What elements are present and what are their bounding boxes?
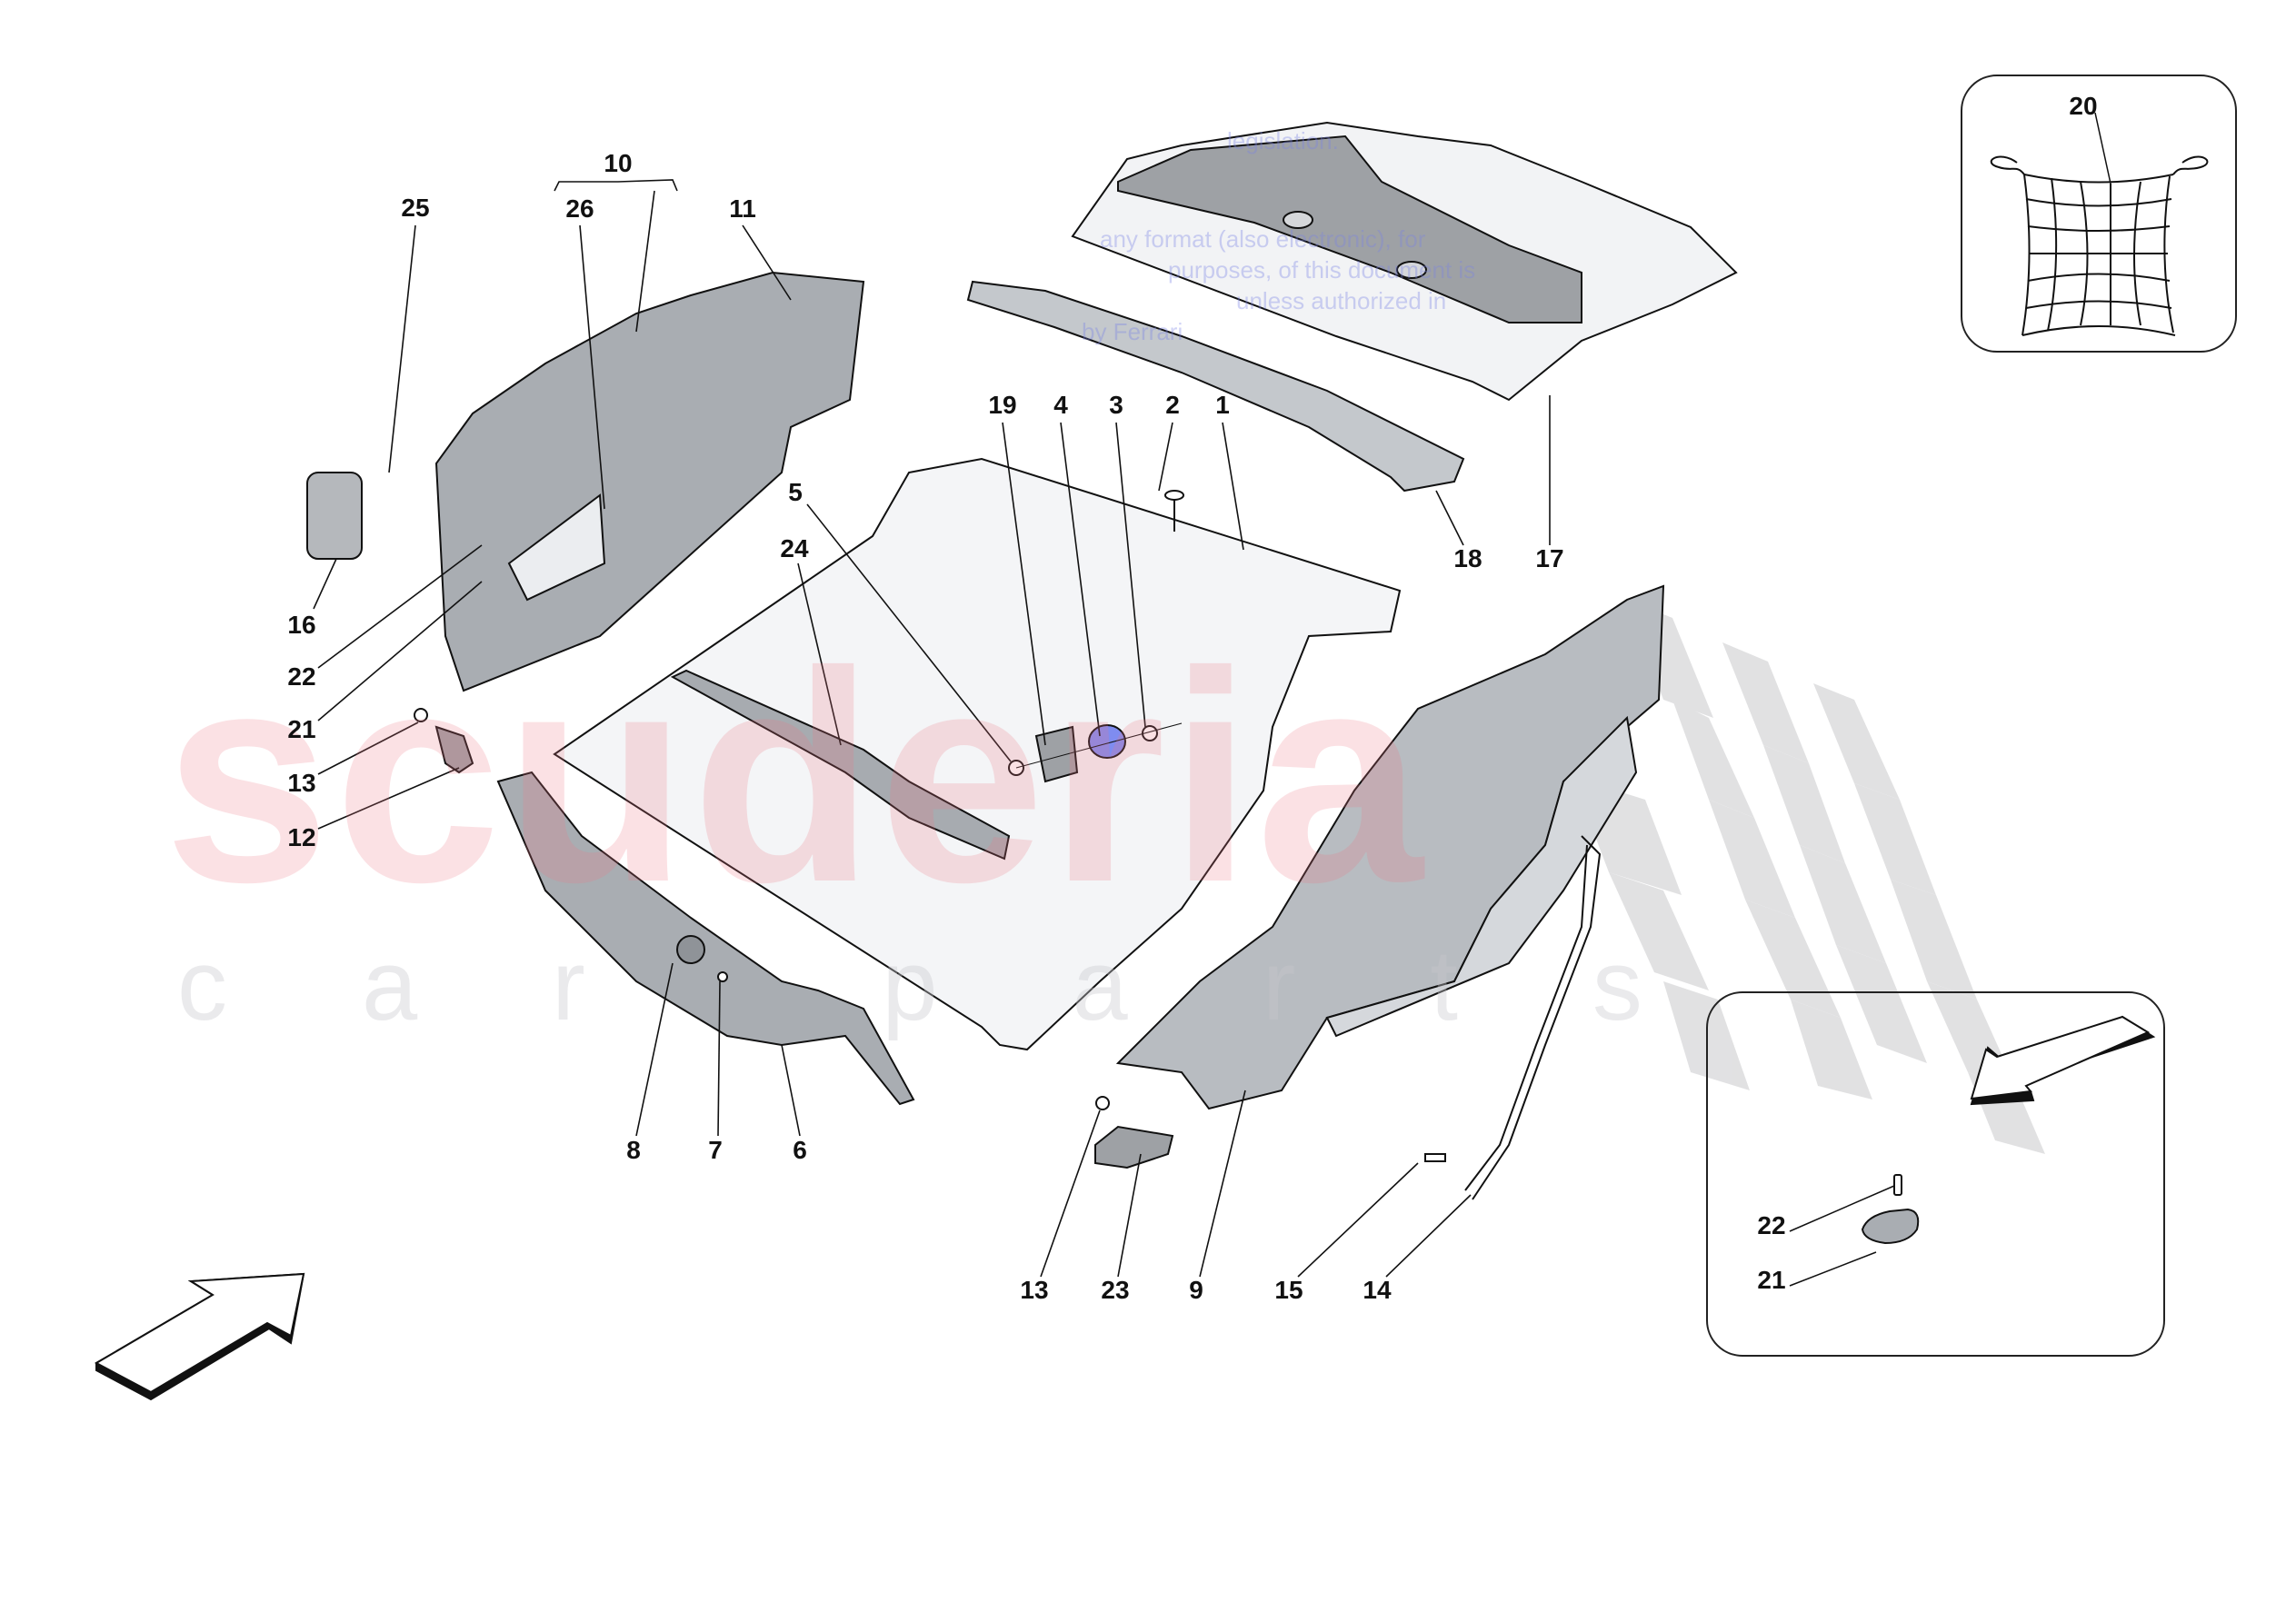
cover-19 xyxy=(1034,725,1079,783)
detail-inset-drawing xyxy=(1789,1015,2156,1287)
clip-13-right xyxy=(1095,1096,1110,1110)
right-side-trim-9[interactable] xyxy=(1115,584,1665,1110)
watermark-legal-line-3: purposes, of this document is xyxy=(1168,256,1476,284)
callout-14[interactable]: 14 xyxy=(1363,1276,1392,1304)
watermark-legal-line-2: any format (also electronic), for xyxy=(1100,225,1426,253)
leader-lines xyxy=(313,179,1551,1278)
callout-15[interactable]: 15 xyxy=(1274,1276,1303,1304)
callout-26[interactable]: 26 xyxy=(565,194,594,223)
watermark-legal-line-5: by Ferrari xyxy=(1082,318,1183,345)
bracket-23[interactable] xyxy=(1094,1096,1174,1169)
watermark-tagline: car parts xyxy=(177,930,1777,1041)
callout-25[interactable]: 25 xyxy=(401,194,430,222)
callout-1[interactable]: 1 xyxy=(1215,391,1230,419)
callout-10[interactable]: 10 xyxy=(604,149,633,177)
callout-22-inset[interactable]: 22 xyxy=(1757,1211,1786,1239)
floor-carpet-1[interactable] xyxy=(553,457,1402,1051)
callout-18[interactable]: 18 xyxy=(1453,544,1482,572)
screw-22 xyxy=(1893,1174,1902,1196)
callout-12[interactable]: 12 xyxy=(287,823,316,851)
watermark-brand: scuderia xyxy=(164,609,1427,944)
cross-bar-18[interactable] xyxy=(966,280,1465,493)
clip-13 xyxy=(414,708,428,722)
callout-11[interactable]: 11 xyxy=(729,194,756,223)
clip-7 xyxy=(717,971,728,982)
callout-16[interactable]: 16 xyxy=(287,611,316,639)
bracket-12[interactable] xyxy=(414,708,474,774)
callout-5[interactable]: 5 xyxy=(788,478,803,506)
callout-6[interactable]: 6 xyxy=(793,1136,807,1164)
callout-21[interactable]: 21 xyxy=(287,715,316,743)
cap-8 xyxy=(676,935,705,964)
callout-17[interactable]: 17 xyxy=(1535,544,1564,572)
rear-panel-17[interactable] xyxy=(1071,121,1738,402)
watermark-legal-line-1: legislation. xyxy=(1227,127,1339,154)
callout-2[interactable]: 2 xyxy=(1165,391,1180,419)
hook-21 xyxy=(1861,1208,1920,1245)
callout-8[interactable]: 8 xyxy=(626,1136,641,1164)
tube-24[interactable] xyxy=(670,669,1011,861)
washer-3 xyxy=(1142,725,1158,741)
callout-13[interactable]: 13 xyxy=(287,769,316,797)
callout-19[interactable]: 19 xyxy=(988,391,1017,419)
front-direction-arrow-icon xyxy=(94,1272,305,1401)
callout-7[interactable]: 7 xyxy=(708,1136,723,1164)
callout-3[interactable]: 3 xyxy=(1109,391,1123,419)
callout-22[interactable]: 22 xyxy=(287,662,316,691)
detail-inset: 22 21 xyxy=(1706,991,2165,1357)
watermark-legal-line-4: unless authorized in xyxy=(1236,287,1447,314)
net-inset: 20 xyxy=(1961,75,2237,353)
vent-grille-26 xyxy=(507,493,606,602)
seal-14[interactable] xyxy=(1424,835,1602,1200)
storage-box-16[interactable] xyxy=(306,472,363,560)
small-parts-cluster[interactable] xyxy=(1008,490,1184,783)
cargo-net-icon xyxy=(1990,112,2209,336)
sill-trim-6[interactable] xyxy=(496,771,915,1106)
bolt-15 xyxy=(1424,1153,1446,1162)
callout-20[interactable]: 20 xyxy=(2069,92,2098,120)
callout-24[interactable]: 24 xyxy=(780,534,809,562)
callout-4[interactable]: 4 xyxy=(1053,391,1068,419)
callout-13-right[interactable]: 13 xyxy=(1020,1276,1049,1304)
callout-9[interactable]: 9 xyxy=(1189,1276,1203,1304)
grommet-4 xyxy=(1088,724,1126,759)
callout-21-inset[interactable]: 21 xyxy=(1757,1266,1786,1294)
left-side-trim-10[interactable] xyxy=(434,271,865,692)
view-direction-arrow-icon xyxy=(1970,1015,2156,1106)
callout-23[interactable]: 23 xyxy=(1101,1276,1130,1304)
